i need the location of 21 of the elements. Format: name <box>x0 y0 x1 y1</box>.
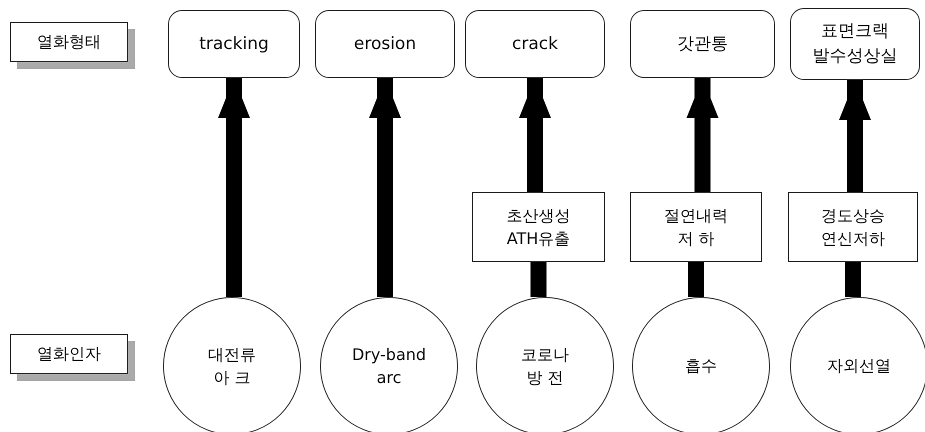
cause-circle: 코로나 방 전 <box>476 297 614 432</box>
arrow <box>519 78 551 192</box>
cause-circle: 자외선열 <box>790 297 925 432</box>
connector-bar <box>845 262 861 297</box>
arrow <box>686 78 718 192</box>
degradation-form-box: crack <box>465 10 605 78</box>
cause-circle: 대전류 아 크 <box>163 297 301 432</box>
degradation-form-box: 표면크랙 발수성상실 <box>790 8 920 80</box>
degradation-form-box: tracking <box>168 10 300 78</box>
degradation-form-box: 갓관통 <box>630 10 775 78</box>
arrow <box>218 78 250 297</box>
arrow <box>839 80 871 192</box>
connector-bar <box>688 262 704 297</box>
degradation-form-box: erosion <box>315 10 455 78</box>
mechanism-box: 경도상승 연신저하 <box>788 192 918 262</box>
arrow <box>369 78 401 297</box>
mechanism-box: 초산생성 ATH유출 <box>472 192 605 262</box>
cause-circle: Dry-band arc <box>320 297 458 432</box>
mechanism-box: 절연내력 저 하 <box>630 192 762 262</box>
connector-bar <box>530 262 546 297</box>
cause-circle: 흡수 <box>632 297 770 432</box>
